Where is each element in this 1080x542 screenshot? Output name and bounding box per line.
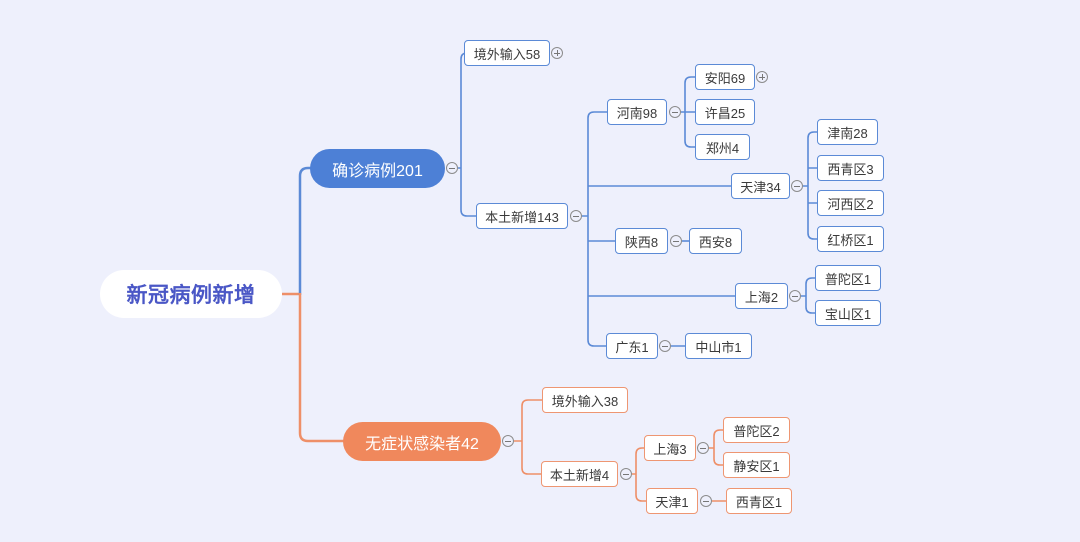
node-putuo[interactable]: 普陀区1 [815,265,881,291]
minus-circle-icon [790,291,800,301]
node-xuchang[interactable]: 许昌25 [695,99,755,125]
connector-asym-children [514,399,546,475]
root-topic[interactable]: 新冠病例新增 [100,270,282,318]
collapse-toggle-tianjin[interactable] [791,180,803,192]
expand-toggle-confirmed-imported[interactable] [551,47,563,59]
connector-asym-shanghai-districts [709,429,728,466]
expand-toggle-anyang[interactable] [756,71,768,83]
node-xian[interactable]: 西安8 [689,228,742,254]
node-asym-local[interactable]: 本土新增4 [541,461,618,487]
node-anyang[interactable]: 安阳69 [695,64,755,90]
node-asym-shanghai[interactable]: 上海3 [644,435,696,461]
node-shaanxi[interactable]: 陕西8 [615,228,668,254]
collapse-toggle-asym-local[interactable] [620,468,632,480]
minus-circle-icon [670,107,680,117]
node-hongqiao[interactable]: 红桥区1 [817,226,884,252]
node-henan[interactable]: 河南98 [607,99,667,125]
node-asym-putuo[interactable]: 普陀区2 [723,417,790,443]
node-asym-tianjin[interactable]: 天津1 [646,488,698,514]
node-confirmed-imported[interactable]: 境外输入58 [464,40,550,66]
collapse-toggle-asym-tianjin[interactable] [700,495,712,507]
node-baoshan[interactable]: 宝山区1 [815,300,881,326]
collapse-toggle-asymptomatic[interactable] [502,435,514,447]
node-guangdong[interactable]: 广东1 [606,333,658,359]
collapse-toggle-confirmed[interactable] [446,162,458,174]
plus-circle-icon [757,72,767,82]
connector-asym-regions [632,447,651,502]
node-asym-jingan[interactable]: 静安区1 [723,452,790,478]
minus-circle-icon [571,211,581,221]
minus-circle-icon [792,181,802,191]
branch-confirmed[interactable]: 确诊病例201 [310,149,445,188]
collapse-toggle-confirmed-local[interactable] [570,210,582,222]
node-confirmed-local[interactable]: 本土新增143 [476,203,568,229]
minus-circle-icon [671,236,681,246]
node-tianjin[interactable]: 天津34 [731,173,790,199]
connector-root-confirmed [298,166,314,295]
node-asym-xiqing[interactable]: 西青区1 [726,488,792,514]
collapse-toggle-shanghai[interactable] [789,290,801,302]
node-zhongshan[interactable]: 中山市1 [685,333,752,359]
node-shanghai[interactable]: 上海2 [735,283,788,309]
minus-circle-icon [701,496,711,506]
collapse-toggle-shaanxi[interactable] [670,235,682,247]
connector-root-asymptomatic [298,293,347,443]
node-hexi[interactable]: 河西区2 [817,190,884,216]
minus-circle-icon [447,163,457,173]
node-jinnan[interactable]: 津南28 [817,119,878,145]
connector-local-regions [582,111,739,347]
connector-confirmed-children [458,52,480,217]
minus-circle-icon [621,469,631,479]
plus-circle-icon [552,48,562,58]
minus-circle-icon [698,443,708,453]
node-zhengzhou[interactable]: 郑州4 [695,134,750,160]
connector-tianjin-districts [803,131,822,240]
minus-circle-icon [660,341,670,351]
branch-asymptomatic[interactable]: 无症状感染者42 [343,422,501,461]
node-xiqing[interactable]: 西青区3 [817,155,884,181]
minus-circle-icon [503,436,513,446]
collapse-toggle-henan[interactable] [669,106,681,118]
node-asym-imported[interactable]: 境外输入38 [542,387,628,413]
collapse-toggle-guangdong[interactable] [659,340,671,352]
connector-shanghai-districts [801,277,820,314]
collapse-toggle-asym-shanghai[interactable] [697,442,709,454]
